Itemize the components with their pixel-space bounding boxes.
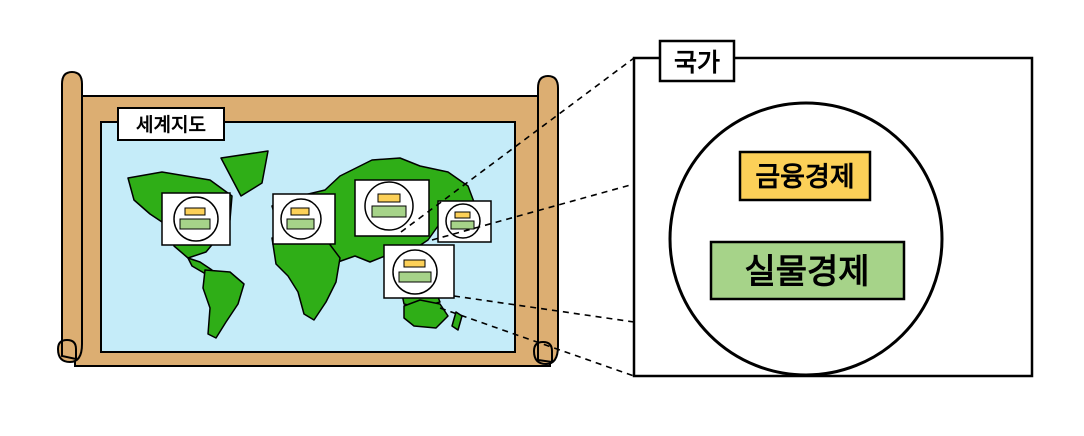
south-america-shape <box>202 269 245 339</box>
country-cards <box>161 179 492 299</box>
mini-financial-block <box>454 211 471 219</box>
mini-real-block <box>286 218 315 230</box>
mini-financial-block <box>184 207 206 216</box>
country-card <box>272 193 336 245</box>
world-map-label: 세계지도 <box>136 114 206 136</box>
economy-circle <box>668 101 944 377</box>
mini-financial-block <box>290 207 310 216</box>
mini-financial-block <box>377 193 401 203</box>
mini-real-block <box>371 205 407 218</box>
mini-real-block <box>450 220 475 230</box>
country-card <box>161 192 231 246</box>
world-map-label-box: 세계지도 <box>117 107 225 141</box>
scroll-left-roller <box>56 70 83 364</box>
zoom-connector-lines <box>400 57 635 377</box>
country-detail-panel: 금융경제 실물경제 <box>632 56 1034 378</box>
australia-shape <box>403 299 449 329</box>
mini-real-block <box>179 218 211 230</box>
real-economy-label: 실물경제 <box>744 252 869 292</box>
scroll-right-roller <box>532 74 559 366</box>
real-economy-box <box>709 240 906 301</box>
country-card <box>437 200 492 243</box>
country-card <box>354 179 430 237</box>
country-card <box>383 244 455 299</box>
mini-real-block <box>398 271 432 283</box>
country-label: 국가 <box>674 48 720 77</box>
greenland-shape <box>220 150 269 197</box>
country-label-box: 국가 <box>658 39 736 83</box>
new-zealand-shape <box>451 311 463 331</box>
financial-economy-label: 금융경제 <box>755 162 854 193</box>
mini-financial-block <box>403 259 426 268</box>
financial-economy-box <box>738 150 872 202</box>
